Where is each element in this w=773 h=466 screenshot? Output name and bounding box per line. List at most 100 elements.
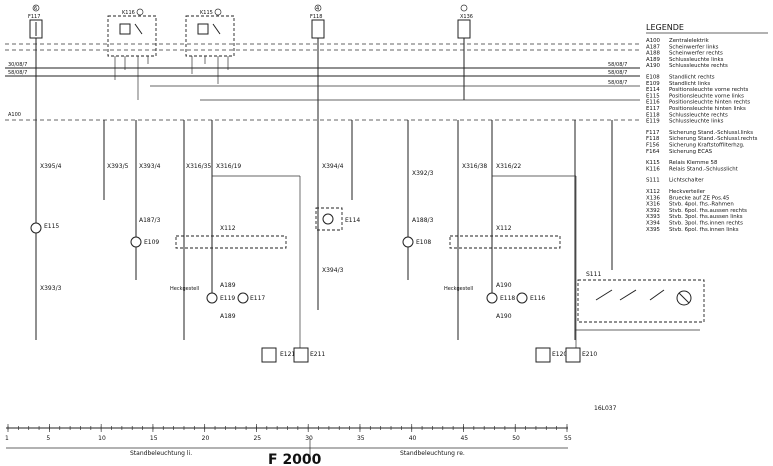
svg-text:A188/3: A188/3	[412, 217, 434, 224]
legend-text: Sicherung Stand.-Schlussl.rechts	[669, 136, 758, 142]
legend-entry: A100 Zentralelektrik	[646, 38, 710, 44]
legend-text: Sicherung Kraftstoffilterhzg.	[669, 143, 745, 149]
f117-label: F117	[28, 14, 40, 20]
svg-text:6: 6	[34, 6, 37, 12]
scale-tick-label: 55	[564, 435, 572, 442]
legend-text: Positionsleuchte vorne rechts	[669, 87, 749, 93]
legend-text: Stvb. 6pol. fhs.aussen rechts	[669, 208, 747, 214]
svg-text:E109: E109	[144, 239, 159, 246]
scale-tick-label: 15	[150, 435, 158, 442]
legend-entry: E119 Schlussleuchte links	[646, 119, 724, 125]
svg-text:X393/4: X393/4	[139, 163, 161, 170]
legend-code: X112	[646, 189, 660, 195]
svg-text:X316/19: X316/19	[216, 163, 241, 170]
legend-code: X392	[646, 208, 660, 214]
page-title: F 2000	[268, 452, 322, 466]
legend-text: Bruecke auf ZE Pos.45	[669, 195, 729, 201]
legend-code: X393	[646, 214, 660, 220]
svg-text:Heckgestell: Heckgestell	[444, 286, 473, 292]
legend-code: X395	[646, 227, 660, 233]
scale-tick-label: 1	[5, 435, 9, 442]
branch-wires	[103, 120, 700, 350]
svg-text:E117: E117	[250, 295, 265, 302]
svg-text:K116: K116	[122, 10, 135, 16]
legend-text: Stvb. 3pol. fhs.aussen links	[669, 214, 743, 220]
relay-k115: K115	[185, 8, 235, 84]
legend-code: F117	[646, 130, 659, 136]
scale-tick-label: 45	[460, 435, 468, 442]
bus-lines: 30/08/7 58/08/7 58/08/7 58/08/7 58/08/7 …	[5, 62, 640, 121]
legend-text: Lichtschalter	[669, 178, 704, 184]
fuse-f117: 6 F117	[28, 4, 43, 340]
svg-text:58/08/7: 58/08/7	[608, 70, 627, 76]
legend-entry: X136 Bruecke auf ZE Pos.45	[646, 195, 729, 201]
section-left-label: Standbeleuchtung li.	[130, 450, 192, 457]
legend-code: E108	[646, 75, 660, 81]
svg-text:Heckgestell: Heckgestell	[170, 286, 199, 292]
svg-text:A100: A100	[8, 112, 21, 118]
svg-text:X393/5: X393/5	[107, 163, 129, 170]
svg-text:X394/3: X394/3	[322, 267, 344, 274]
svg-text:30/08/7: 30/08/7	[8, 62, 27, 68]
drawing-number: 16L037	[594, 405, 617, 412]
f118-label: F118	[310, 14, 322, 20]
x136-label: X136	[460, 14, 473, 20]
legend-text: Schlussleuchte rechts	[669, 112, 728, 118]
legend-code: E119	[646, 119, 660, 125]
scale-tick-label: 50	[512, 435, 520, 442]
legend-heading: LEGENDE	[646, 23, 684, 32]
legend-code: A190	[646, 63, 661, 69]
svg-text:S111: S111	[586, 271, 601, 278]
svg-text:A187/3: A187/3	[139, 217, 161, 224]
svg-text:E118: E118	[500, 295, 515, 302]
svg-text:X394/4: X394/4	[322, 163, 344, 170]
light-switch-s111: S111	[577, 271, 705, 323]
legend-code: K116	[646, 166, 660, 172]
relay-k116: K116	[107, 8, 157, 100]
scale-tick-label: 5	[46, 435, 50, 442]
lamp-e114: E114	[315, 207, 360, 231]
legend-text: Positionsleuchte hinten links	[669, 106, 746, 112]
legend-code: X316	[646, 202, 661, 208]
connector-labels: X395/4 X393/5 X393/4 X316/35 X316/19 X39…	[40, 163, 521, 292]
svg-text:E108: E108	[416, 239, 431, 246]
svg-text:X392/3: X392/3	[412, 170, 434, 177]
lamps-left: E115 E109 X112 A189 E119 E117 A189 Heckg…	[30, 222, 325, 363]
svg-text:E114: E114	[345, 217, 360, 224]
svg-text:4: 4	[316, 6, 319, 12]
scale-tick-label: 35	[357, 435, 365, 442]
legend-code: X136	[646, 195, 661, 201]
legend-code: E115	[646, 93, 660, 99]
scale-tick-label: 30	[305, 435, 313, 442]
svg-text:58/08/7: 58/08/7	[8, 70, 27, 76]
legend-text: Relais Stand.-Schlusslicht	[669, 166, 738, 172]
scale-tick-label: 40	[409, 435, 417, 442]
svg-text:E115: E115	[44, 223, 59, 230]
svg-text:X395/4: X395/4	[40, 163, 62, 170]
legend-text: Zentralelektrik	[669, 38, 710, 44]
svg-text:E120: E120	[552, 351, 567, 358]
legend-text: Schlussleuchte links	[669, 119, 724, 125]
legend-code: A100	[646, 38, 661, 44]
scale-tick-label: 10	[98, 435, 106, 442]
section-right-label: Standbeleuchtung re.	[400, 450, 465, 457]
legend-text: Scheinwerfer links	[669, 44, 719, 50]
legend-text: Heckverteiler	[669, 189, 706, 195]
svg-text:E119: E119	[220, 295, 235, 302]
svg-text:A189: A189	[220, 313, 236, 320]
